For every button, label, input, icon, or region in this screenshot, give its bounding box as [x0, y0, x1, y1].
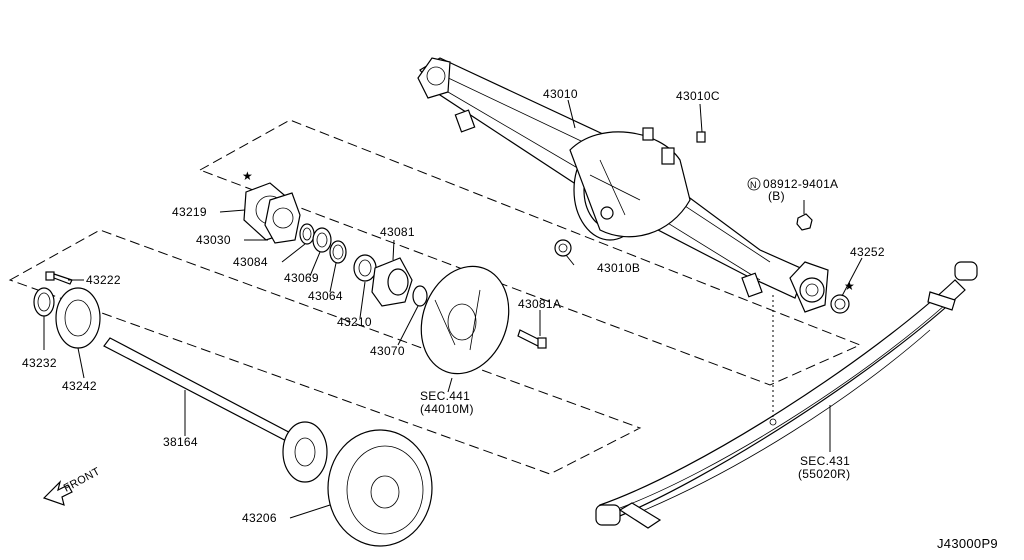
drain-plug-43010b	[554, 239, 572, 257]
leader-lines	[43, 99, 863, 519]
brake-drum-43206	[327, 429, 433, 547]
star-mark-right: ★	[844, 279, 855, 293]
label-43069: 43069	[284, 271, 319, 285]
label-sec441-code: (44010M)	[420, 402, 474, 416]
bolt-43222	[45, 271, 73, 285]
label-43232: 43232	[22, 356, 57, 370]
gear-43069	[312, 227, 332, 253]
label-08912: 08912-9401A	[763, 177, 838, 191]
axle-housing	[417, 57, 829, 313]
n-symbol-icon	[747, 177, 761, 191]
seal-43210	[353, 254, 377, 282]
label-43010b: 43010B	[597, 261, 640, 275]
label-sec431: SEC.431	[800, 454, 850, 468]
bolt-43081a	[517, 329, 547, 349]
ring-43084	[299, 223, 315, 245]
label-43222: 43222	[86, 273, 121, 287]
label-sec441: SEC.441	[420, 389, 470, 403]
oil-seal-43232	[33, 287, 55, 317]
backing-plate-sec441	[420, 265, 510, 375]
leaf-spring	[595, 261, 978, 529]
star-mark-left: ★	[242, 169, 253, 183]
nut-08912	[796, 213, 813, 231]
label-43206: 43206	[242, 511, 277, 525]
label-43242: 43242	[62, 379, 97, 393]
label-43010c: 43010C	[676, 89, 720, 103]
ring-43070	[412, 285, 428, 307]
label-43084: 43084	[233, 255, 268, 269]
spring-center-point	[769, 418, 777, 426]
label-43010: 43010	[543, 87, 578, 101]
plate-43030	[264, 192, 301, 244]
label-43210: 43210	[337, 315, 372, 329]
diagram-id: J43000P9	[937, 536, 998, 551]
washer-43064	[329, 240, 347, 264]
label-43064: 43064	[308, 289, 343, 303]
group-boundary-shaft	[8, 229, 642, 475]
front-label: FRONT	[62, 466, 102, 495]
label-43030: 43030	[196, 233, 231, 247]
front-arrow-icon	[42, 480, 73, 506]
group-boundary-hub	[198, 119, 862, 386]
label-43070: 43070	[370, 344, 405, 358]
flange-43242	[55, 287, 101, 349]
label-08912-b: (B)	[768, 189, 785, 203]
label-43219: 43219	[172, 205, 207, 219]
axle-shaft-38164	[103, 337, 328, 483]
bearing-43081	[371, 257, 413, 307]
label-sec431-code: (55020R)	[798, 467, 850, 481]
n-symbol-letter: N	[750, 180, 757, 190]
label-43081a: 43081A	[518, 297, 561, 311]
label-43081: 43081	[380, 225, 415, 239]
label-43252: 43252	[850, 245, 885, 259]
breather-43010c	[696, 131, 706, 143]
label-38164: 38164	[163, 435, 198, 449]
seal-43252	[830, 294, 850, 314]
